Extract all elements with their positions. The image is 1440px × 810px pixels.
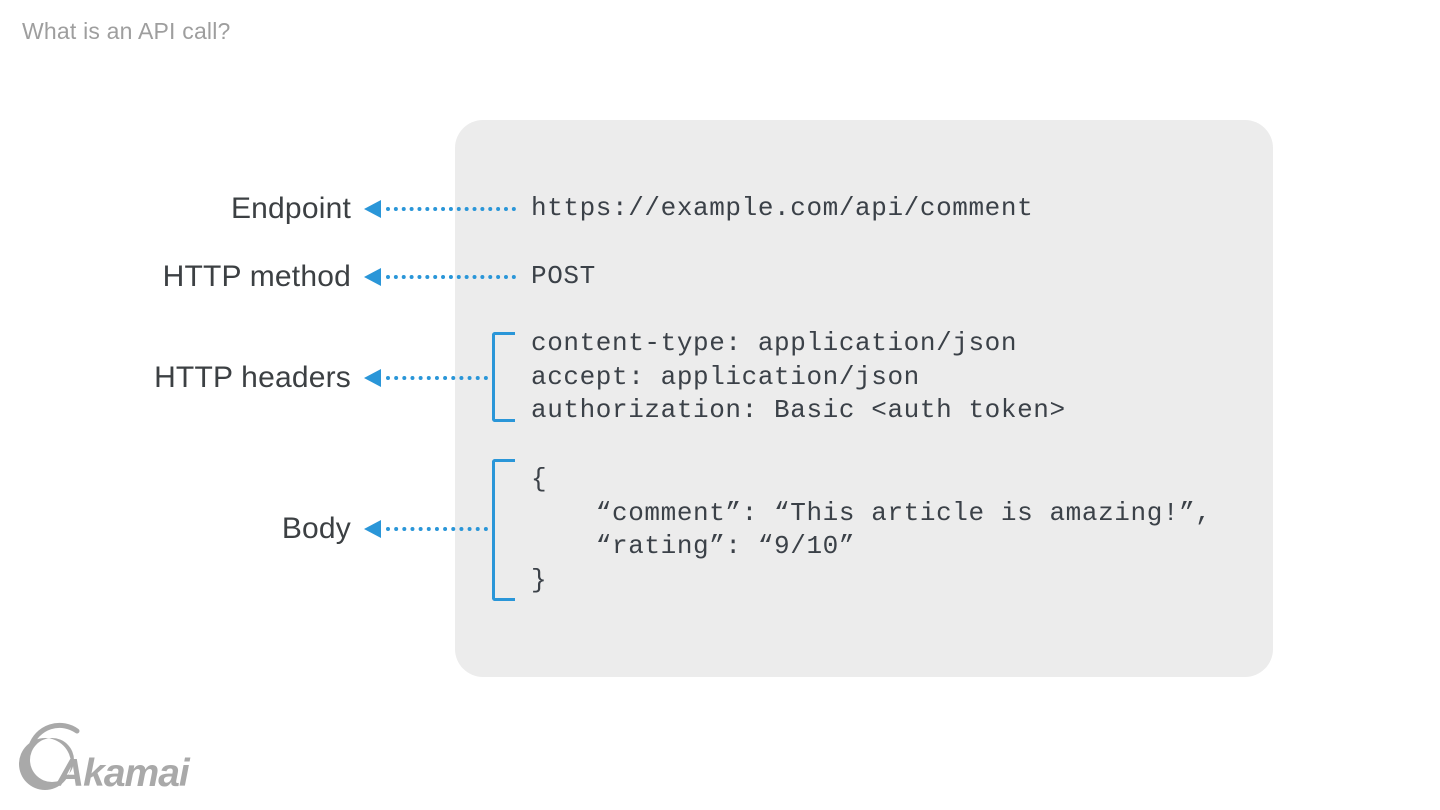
dotted-connector xyxy=(386,527,488,531)
code-line-body-open-brace: { xyxy=(531,464,548,494)
akamai-logo: Akamai xyxy=(19,722,192,795)
row-endpoint: Endpoint xyxy=(0,191,516,227)
code-line-method: POST xyxy=(531,261,596,291)
label-endpoint: Endpoint xyxy=(230,192,351,225)
code-line-authorization: authorization: Basic <auth token> xyxy=(531,395,1066,425)
page-title: What is an API call? xyxy=(22,18,231,44)
code-http-headers: content-type: application/json accept: a… xyxy=(531,327,1066,428)
arrow-left-icon xyxy=(364,369,381,387)
arrow-left-icon xyxy=(364,268,381,286)
akamai-logo-text: Akamai xyxy=(55,752,191,795)
akamai-arc-icon xyxy=(28,722,80,749)
akamai-crescent-icon xyxy=(19,738,74,790)
dotted-connector xyxy=(386,207,516,211)
code-line-url: https://example.com/api/comment xyxy=(531,193,1034,223)
code-line-body-comment: “comment”: “This article is amazing!”, xyxy=(531,497,1212,528)
row-body: Body xyxy=(0,511,488,547)
dotted-connector xyxy=(386,376,488,380)
dotted-connector xyxy=(386,275,516,279)
code-body: { “comment”: “This article is amazing!”,… xyxy=(531,463,1212,597)
request-panel xyxy=(455,120,1273,677)
label-http-headers: HTTP headers xyxy=(154,361,351,394)
code-endpoint: https://example.com/api/comment xyxy=(531,192,1033,226)
code-line-accept: accept: application/json xyxy=(531,361,920,392)
label-http-method: HTTP method xyxy=(162,260,351,293)
arrow-left-icon xyxy=(364,200,381,218)
headers-bracket xyxy=(492,332,515,422)
code-line-body-close-brace: } xyxy=(531,564,548,595)
body-bracket xyxy=(492,459,515,601)
code-line-body-rating: “rating”: “9/10” xyxy=(531,531,856,561)
row-http-headers: HTTP headers xyxy=(0,360,488,396)
row-http-method: HTTP method xyxy=(0,259,516,295)
arrow-left-icon xyxy=(364,520,381,538)
code-line-content-type: content-type: application/json xyxy=(531,328,1018,358)
label-body: Body xyxy=(281,512,351,545)
code-http-method: POST xyxy=(531,260,596,294)
